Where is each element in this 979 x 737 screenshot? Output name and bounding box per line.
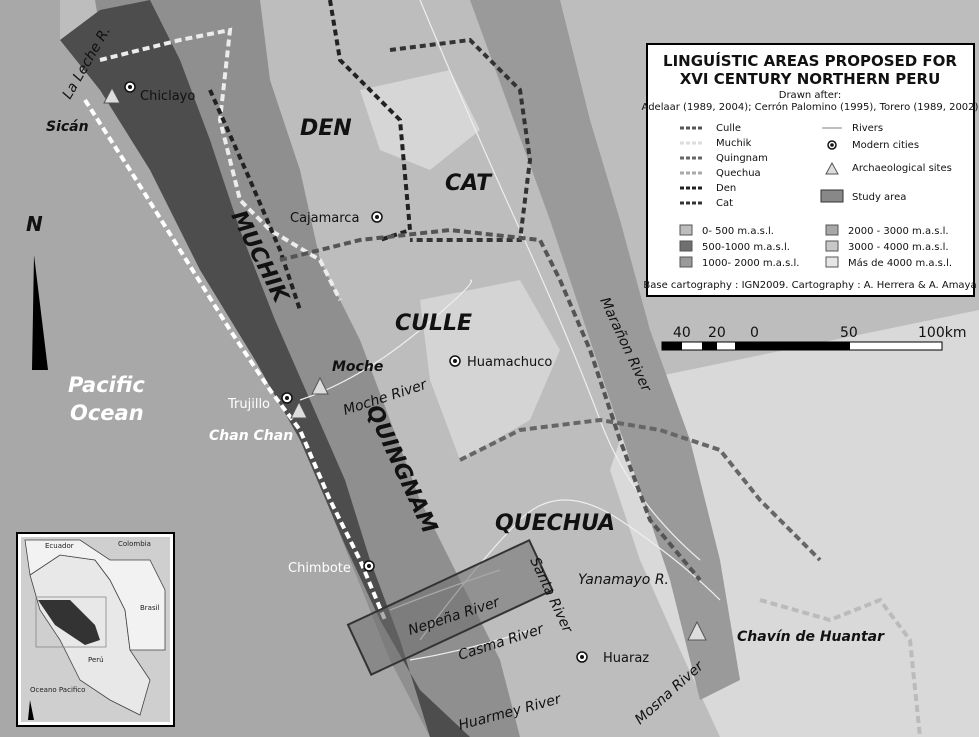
svg-text:Cajamarca: Cajamarca [290, 211, 359, 226]
inset-frame [35, 596, 107, 648]
legend-title-1: LINGUÍSTIC AREAS PROPOSED FOR [663, 51, 957, 70]
inset-neighbours [24, 539, 166, 651]
inset-north-icon [28, 700, 34, 720]
area-culle: CULLE [395, 311, 472, 336]
scale-label-20: 20 [708, 325, 726, 341]
city-huamachuco: Huamachuco [449, 355, 552, 370]
legend-drawn-after: Drawn after: [779, 90, 842, 101]
quechua-boundary [459, 417, 822, 562]
svg-text:Chimbote: Chimbote [288, 561, 351, 576]
site-moche: Moche [311, 359, 383, 395]
inset-label-brasil: Brasil [140, 604, 160, 612]
legend-line-culle: Culle [716, 123, 741, 134]
scale-label-50: 50 [840, 325, 858, 341]
legend-line-cat: Cat [716, 198, 733, 209]
den-boundary [208, 0, 413, 311]
area-den: DEN [300, 116, 352, 141]
inset-label-ecuador: Ecuador [45, 542, 74, 550]
city-chimbote: Chimbote [288, 560, 375, 576]
legend-line-muchik: Muchik [716, 138, 752, 149]
site-chavin: Chavín de Huantar [687, 620, 885, 645]
ocean-label-line1: Pacific [68, 373, 145, 397]
legend-rivers: Rivers [852, 123, 883, 134]
cat-boundary [389, 37, 533, 242]
land-peaks-3 [420, 280, 560, 460]
legend: LINGUÍSTIC AREAS PROPOSED FOR XVI CENTUR… [642, 43, 979, 297]
inset-study-zone [38, 600, 100, 645]
inset-label-peru: Perú [88, 656, 104, 664]
study-area [346, 538, 554, 676]
legend-elev-0-500: 0- 500 m.a.s.l. [702, 226, 774, 237]
legend-arch-sites: Archaeological sites [852, 163, 952, 174]
legend-elev-500-1000: 500-1000 m.a.s.l. [702, 242, 790, 253]
river-maranon [419, 0, 701, 561]
city-cajamarca: Cajamarca [290, 211, 383, 226]
svg-text:Huamachuco: Huamachuco [467, 355, 552, 370]
river-label-yanamayo: Yanamayo R. [578, 572, 669, 588]
land-peaks-2 [360, 70, 480, 170]
boundaries [83, 0, 922, 737]
north-arrow: N [26, 212, 48, 370]
legend-elev-4000: Más de 4000 m.a.s.l. [848, 257, 952, 269]
legend-study-area: Study area [852, 192, 906, 203]
city-huaraz: Huaraz [576, 651, 649, 666]
legend-elev-3000-4000: 3000 - 4000 m.a.s.l. [848, 242, 949, 253]
legend-sources: Adelaar (1989, 2004); Cerrón Palomino (1… [642, 101, 979, 113]
svg-text:N: N [26, 212, 43, 236]
legend-line-quechua: Quechua [716, 168, 761, 179]
scale-label-0: 0 [750, 325, 759, 341]
site-chan-chan: Chan Chan [209, 400, 308, 444]
area-quechua: QUECHUA [495, 511, 615, 536]
river-casma [409, 629, 531, 661]
north-arrow-icon [32, 255, 48, 370]
legend-modern-cities: Modern cities [852, 140, 919, 151]
svg-text:Chiclayo: Chiclayo [140, 89, 195, 104]
land-midband-2 [470, 0, 740, 700]
site-sican: Sicán [46, 86, 121, 135]
scale-bar: 40 20 0 50 100km [661, 325, 966, 351]
quechua-boundary-east [759, 597, 922, 737]
area-cat: CAT [445, 171, 493, 196]
legend-title-2: XVI CENTURY NORTHERN PERU [680, 70, 941, 88]
legend-credits: Base cartography : IGN2009. Cartography … [643, 280, 976, 291]
muchik-boundary-coast [83, 98, 387, 621]
ocean-label-line2: Ocean [70, 401, 144, 425]
city-chiclayo: Chiclayo [124, 81, 195, 104]
river-moche [299, 279, 472, 401]
scale-label-40: 40 [673, 325, 691, 341]
svg-text:Huaraz: Huaraz [603, 651, 649, 666]
scale-label-100: 100km [918, 325, 966, 341]
svg-text:Moche: Moche [332, 359, 383, 375]
legend-line-quingnam: Quingnam [716, 153, 768, 164]
culle-boundary [279, 227, 702, 582]
svg-text:Chavín de Huantar: Chavín de Huantar [737, 629, 885, 645]
land-lowland [60, 0, 470, 737]
svg-text:Chan Chan: Chan Chan [209, 428, 293, 444]
muchik-boundary-inland [99, 27, 342, 301]
legend-elev-1000-2000: 1000- 2000 m.a.s.l. [702, 258, 799, 269]
inset-map: Ecuador Colombia Brasil Perú Oceano Paci… [16, 532, 175, 727]
legend-line-den: Den [716, 183, 736, 194]
inset-label-colombia: Colombia [118, 540, 151, 548]
legend-elev-2000-3000: 2000 - 3000 m.a.s.l. [848, 226, 949, 237]
inset-label-pacific: Oceano Pacifico [30, 686, 85, 694]
svg-text:Sicán: Sicán [46, 119, 89, 135]
svg-text:Trujillo: Trujillo [227, 397, 270, 412]
city-trujillo: Trujillo [227, 392, 293, 412]
